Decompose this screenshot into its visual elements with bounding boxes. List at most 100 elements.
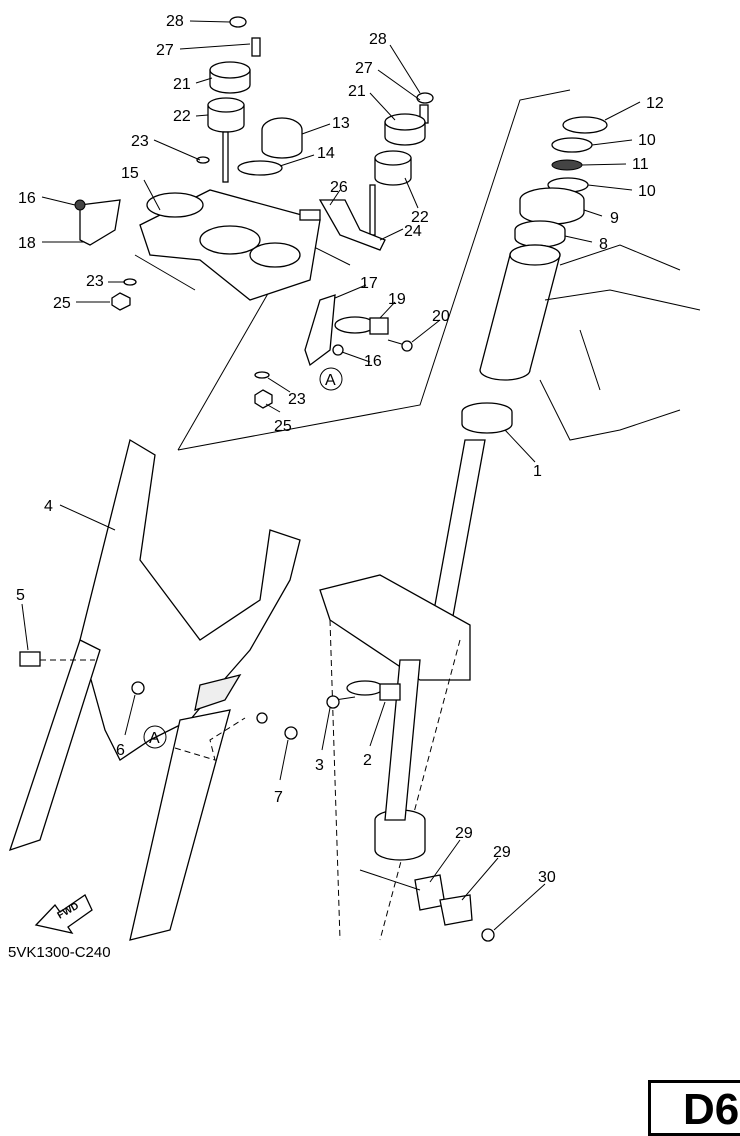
assembly-group-outline — [134, 89, 571, 451]
washer — [237, 160, 283, 176]
leader-line — [124, 694, 136, 736]
leader-line — [265, 403, 281, 413]
fwd-arrow: FWD — [34, 894, 93, 934]
reference-mark-label: A — [149, 730, 160, 747]
leader-line — [377, 69, 421, 101]
bolt-7 — [284, 726, 298, 740]
leader-lines — [21, 20, 641, 931]
callout: 22 — [411, 209, 429, 226]
leader-line — [279, 739, 289, 781]
callout: 10 — [638, 132, 656, 149]
leader-line — [429, 839, 461, 883]
callout: 16 — [364, 353, 382, 370]
leader-line — [334, 284, 367, 299]
leader-line — [179, 43, 251, 50]
callout: 2 — [363, 752, 372, 769]
frame-head-pipe — [479, 244, 701, 441]
leader-line — [143, 179, 161, 211]
callout: 8 — [599, 236, 608, 253]
leader-line — [59, 504, 116, 531]
clip-5 — [19, 651, 41, 667]
reference-mark-label: A — [325, 372, 336, 389]
callout: 12 — [646, 95, 664, 112]
leader-line — [581, 163, 627, 166]
callout: 23 — [131, 133, 149, 150]
leader-line — [301, 123, 331, 135]
steering-stem — [319, 439, 486, 941]
leader-line — [341, 351, 371, 363]
leader-line — [189, 20, 231, 23]
callout: 14 — [317, 145, 335, 162]
leader-line — [21, 603, 29, 651]
clamp-bracket — [254, 294, 413, 409]
callout: 19 — [388, 291, 406, 308]
callout: 21 — [348, 83, 366, 100]
upper-bracket — [74, 189, 386, 311]
leader-line — [411, 319, 441, 343]
callout: 7 — [274, 789, 283, 806]
leader-line — [153, 139, 201, 161]
leader-line — [504, 429, 536, 463]
clamp-2 — [326, 680, 401, 709]
page-id-box: D6 — [648, 1080, 740, 1136]
callout: 20 — [432, 308, 450, 325]
reference-mark-a-upper: A — [319, 367, 343, 391]
leader-line — [389, 44, 421, 94]
lower-bearing — [461, 402, 513, 434]
reference-mark-a-lower: A — [143, 725, 167, 749]
callout: 23 — [86, 273, 104, 290]
callout: 28 — [369, 31, 387, 48]
callout: 5 — [16, 587, 25, 604]
leader-line — [369, 701, 386, 747]
leader-line — [279, 154, 315, 167]
callout: 21 — [173, 76, 191, 93]
callout: 16 — [18, 190, 36, 207]
leader-line — [329, 189, 341, 206]
callout: 3 — [315, 757, 324, 774]
leader-line — [604, 101, 641, 121]
leader-line — [195, 114, 209, 117]
leader-line — [321, 707, 331, 751]
callout: 17 — [360, 275, 378, 292]
callout: 30 — [538, 869, 556, 886]
cap — [261, 117, 303, 159]
callout: 9 — [610, 210, 619, 227]
callout: 18 — [18, 235, 36, 252]
leader-line — [591, 139, 633, 146]
bracket-29 — [359, 869, 495, 942]
callout: 6 — [116, 742, 125, 759]
leader-line — [369, 92, 396, 121]
leader-line — [379, 301, 396, 319]
callout: 29 — [455, 825, 473, 842]
leader-line — [41, 196, 76, 206]
leader-line — [583, 209, 603, 217]
leader-line — [267, 377, 291, 393]
bolt-6 — [131, 681, 145, 695]
callout: 29 — [493, 844, 511, 861]
handlebar-holder-right — [369, 92, 434, 236]
handlebar-holder-left — [196, 16, 261, 183]
callout: 4 — [44, 498, 53, 515]
callout: 23 — [288, 391, 306, 408]
leader-line — [587, 184, 633, 191]
callout: 11 — [632, 156, 649, 173]
page-id: D6 — [683, 1085, 740, 1134]
leader-line — [195, 77, 213, 84]
callout: 24 — [404, 223, 422, 240]
callout: 25 — [53, 295, 71, 312]
callout: 10 — [638, 183, 656, 200]
fork-cover — [8, 438, 301, 941]
leader-line — [564, 235, 593, 243]
callout: 27 — [355, 60, 373, 77]
washer-7 — [256, 712, 268, 724]
callout: 13 — [332, 115, 350, 132]
leader-line — [379, 228, 404, 241]
callout: 27 — [156, 42, 174, 59]
leader-line — [404, 177, 419, 209]
leader-line — [461, 857, 499, 901]
drawing-code: 5VK1300-C240 — [8, 944, 111, 961]
callout: 22 — [173, 108, 191, 125]
steering-bearing-stack — [514, 116, 608, 248]
callout: 15 — [121, 165, 139, 182]
